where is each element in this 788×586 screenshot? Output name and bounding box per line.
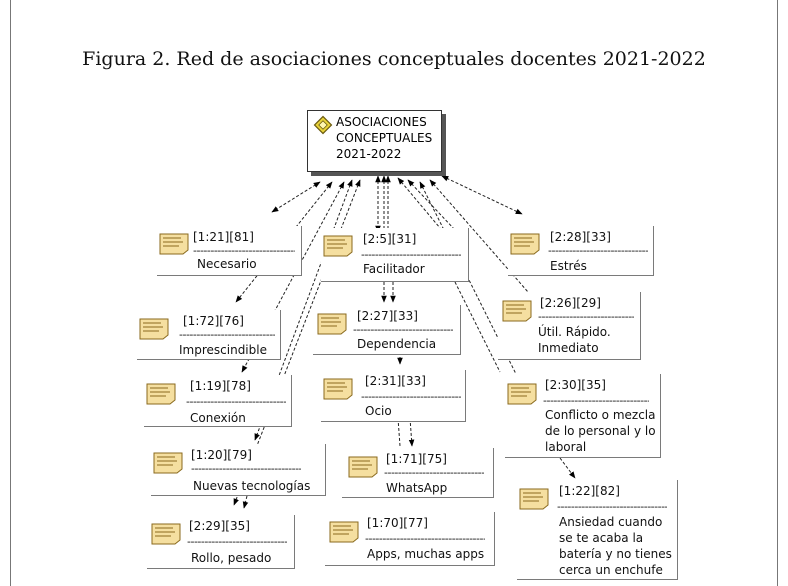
quote-note-icon: [323, 378, 353, 400]
quote-node[interactable]: [2:29][35] -----------------------------…: [147, 515, 295, 569]
central-line-3: 2021-2022: [336, 147, 402, 161]
node-label: laboral: [545, 440, 587, 454]
node-divider: ------------------------------------: [187, 537, 287, 547]
node-label: batería y no tienes: [559, 547, 672, 561]
node-label: Rollo, pesado: [191, 551, 272, 565]
node-label: Apps, muchas apps: [367, 547, 485, 561]
link-fac-whatsapp: [454, 281, 501, 373]
quote-node[interactable]: [1:19][78] -----------------------------…: [144, 375, 292, 427]
node-label: Estrés: [550, 259, 587, 273]
quote-note-icon: [323, 235, 353, 257]
node-label: de lo personal y lo: [545, 424, 656, 438]
figure-frame: [10, 0, 778, 586]
node-code: [1:22][82]: [559, 484, 620, 498]
quote-note-icon: [317, 313, 347, 335]
quote-node[interactable]: [2:31][33] -----------------------------…: [321, 370, 466, 422]
node-code: [1:72][76]: [183, 314, 244, 328]
node-label: Necesario: [197, 257, 257, 271]
link-ocio-whatsapp-2: [408, 417, 415, 447]
central-line-2: CONCEPTUALES: [336, 131, 433, 145]
node-code: [1:70][77]: [367, 516, 428, 530]
quote-node[interactable]: [1:21][81] -----------------------------…: [157, 226, 302, 276]
link-necesario: [271, 181, 321, 213]
node-divider: ------------------------------------: [543, 396, 649, 406]
node-code: [2:30][35]: [545, 378, 606, 392]
node-divider: ------------------------------------: [191, 464, 301, 474]
quote-node[interactable]: [2:5][31] ------------------------------…: [321, 228, 469, 282]
node-code: [2:26][29]: [540, 296, 601, 310]
node-label: Ocio: [365, 404, 392, 418]
link-estres: [441, 175, 523, 215]
node-label: Ansiedad cuando: [559, 515, 663, 529]
node-label: Dependencia: [357, 337, 437, 351]
node-divider: ------------------------------------: [361, 392, 461, 402]
node-divider: ------------------------------------: [548, 246, 648, 256]
node-label: Nuevas tecnologías: [193, 479, 311, 493]
node-label: Conflicto o mezcla: [545, 408, 656, 422]
quote-note-icon: [159, 233, 189, 255]
quote-note-icon: [151, 523, 181, 545]
link-ocio-whatsapp: [397, 417, 401, 447]
node-divider: ------------------------------------: [179, 330, 275, 340]
quote-note-icon: [502, 300, 532, 322]
quote-node[interactable]: [1:20][79] -----------------------------…: [151, 444, 326, 496]
quote-node[interactable]: [1:71][75] -----------------------------…: [342, 448, 494, 498]
node-divider: ------------------------------------: [193, 246, 295, 256]
quote-node[interactable]: [2:28][33] -----------------------------…: [508, 226, 654, 276]
quote-note-icon: [329, 521, 359, 543]
node-divider: ------------------------------------: [557, 502, 667, 512]
quote-node[interactable]: [1:22][82] -----------------------------…: [517, 480, 678, 580]
node-code: [2:29][35]: [189, 519, 250, 533]
node-label: Imprescindible: [179, 343, 267, 357]
node-label: Útil. Rápido.: [538, 325, 611, 339]
node-divider: ------------------------------------: [186, 397, 286, 407]
node-label: Inmediato: [538, 341, 599, 355]
quote-note-icon: [153, 452, 183, 474]
node-code: [1:21][81]: [193, 230, 254, 244]
link-conflicto-ansiedad: [559, 457, 576, 479]
quote-note-icon: [519, 488, 549, 510]
node-divider: ------------------------------------: [365, 534, 485, 544]
link-ocio: [397, 177, 441, 229]
node-code: [2:27][33]: [357, 309, 418, 323]
quote-note-icon: [510, 233, 540, 255]
node-label: cerca un enchufe: [559, 563, 663, 577]
link-nuevas-rollo: [242, 495, 249, 509]
node-code: [1:71][75]: [386, 452, 447, 466]
quote-node[interactable]: [1:70][77] -----------------------------…: [325, 512, 495, 566]
node-label: Facilitador: [363, 262, 425, 276]
node-divider: ------------------------------------: [361, 250, 461, 260]
node-divider: ------------------------------------: [384, 468, 484, 478]
concept-diamond-icon: [313, 115, 333, 135]
quote-note-icon: [507, 383, 537, 405]
quote-node[interactable]: [2:30][35] -----------------------------…: [505, 374, 661, 458]
quote-note-icon: [139, 318, 169, 340]
node-divider: ------------------------------------: [538, 312, 634, 322]
figure-title: Figura 2. Red de asociaciones conceptual…: [82, 48, 706, 70]
node-code: [1:19][78]: [190, 379, 251, 393]
node-label: Conexión: [190, 411, 246, 425]
central-line-1: ASOCIACIONES: [336, 115, 427, 129]
quote-node[interactable]: [1:72][76] -----------------------------…: [137, 310, 281, 360]
quote-node[interactable]: [2:26][29] -----------------------------…: [498, 292, 641, 360]
central-concept-box[interactable]: ASOCIACIONES CONCEPTUALES 2021-2022: [307, 110, 442, 172]
node-label: WhatsApp: [386, 481, 448, 495]
node-code: [2:28][33]: [550, 230, 611, 244]
node-label: se te acaba la: [559, 531, 644, 545]
quote-note-icon: [146, 383, 176, 405]
node-code: [2:31][33]: [365, 374, 426, 388]
quote-node[interactable]: [2:27][33] -----------------------------…: [313, 305, 461, 355]
quote-note-icon: [348, 456, 378, 478]
node-divider: ------------------------------------: [353, 325, 453, 335]
node-code: [1:20][79]: [191, 448, 252, 462]
node-code: [2:5][31]: [363, 232, 417, 246]
